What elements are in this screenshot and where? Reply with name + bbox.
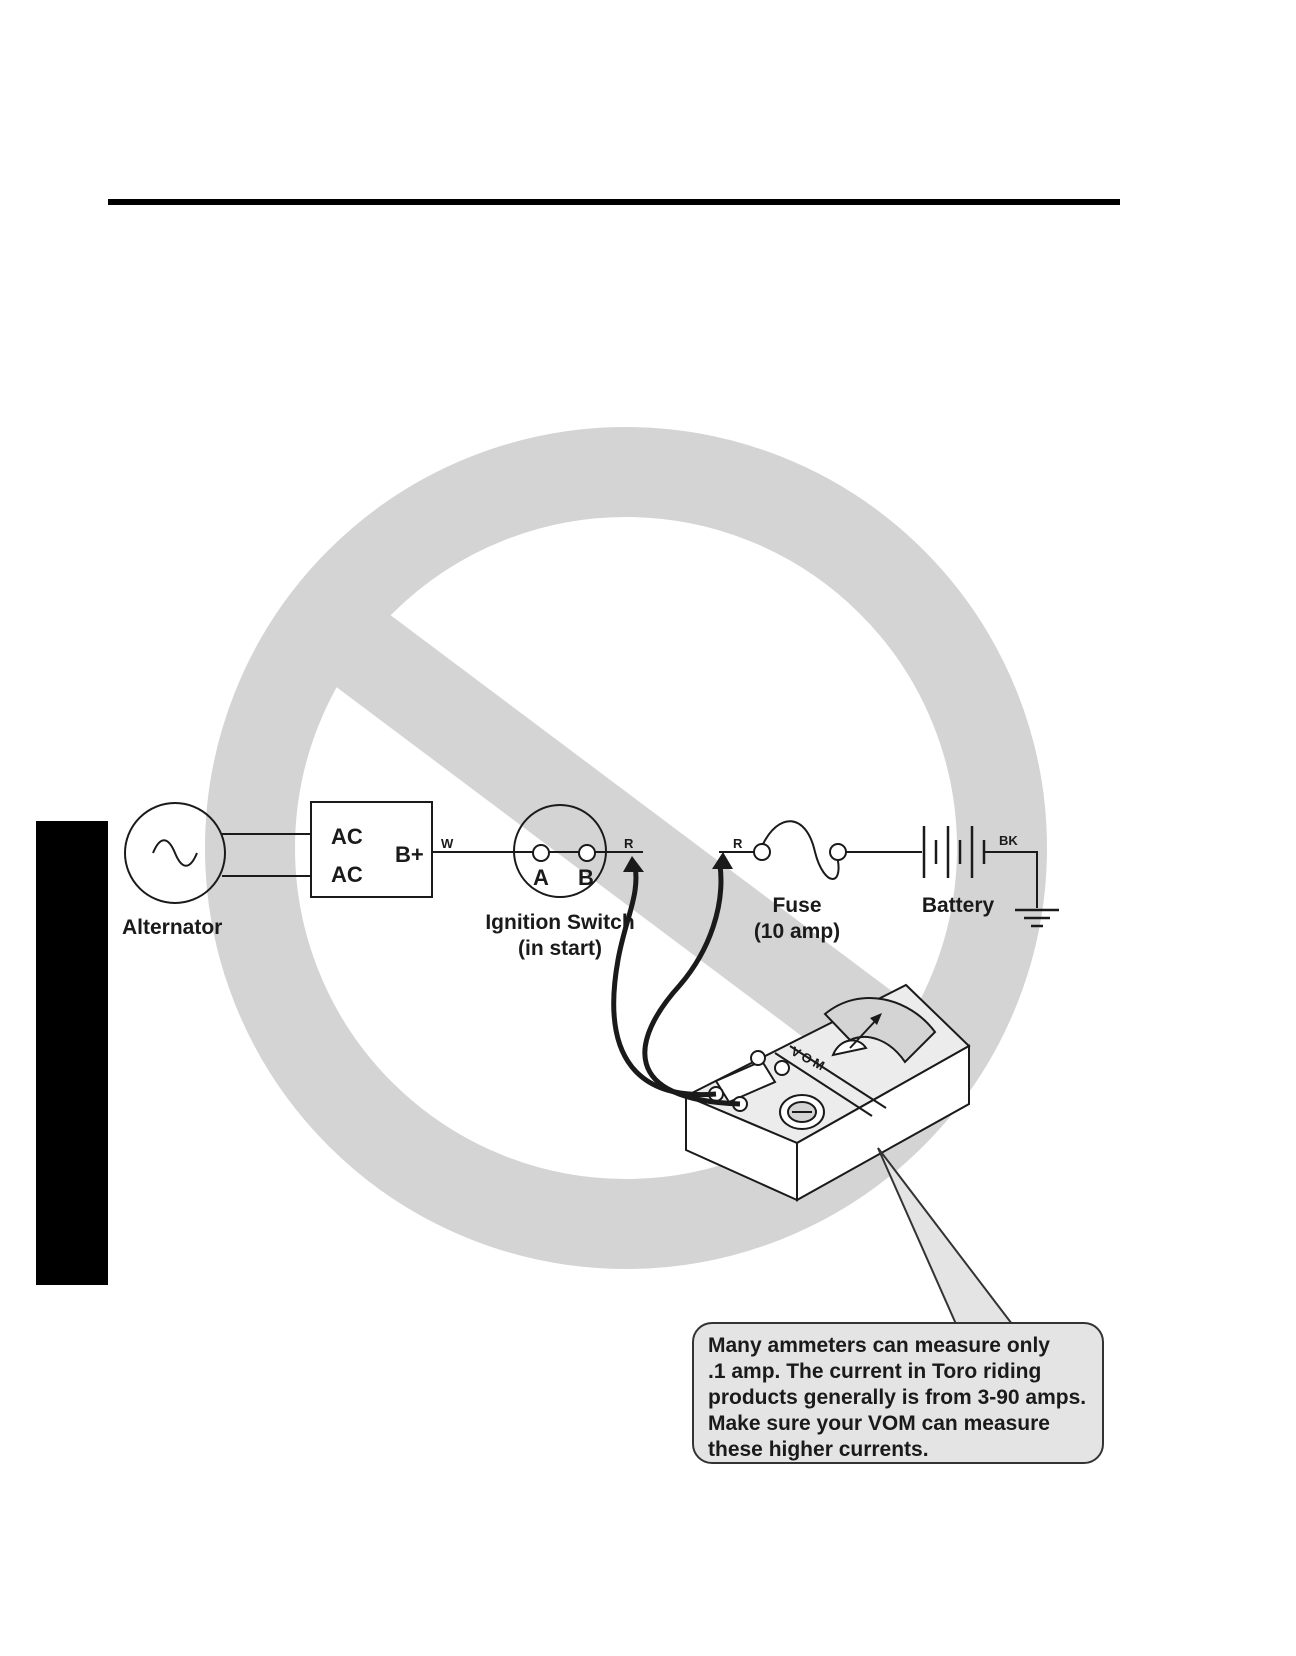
fuse-label-line2: (10 amp) <box>754 920 840 943</box>
wire-label-w: W <box>441 836 454 851</box>
ignition-switch-label-line2: (in start) <box>518 937 602 960</box>
callout-line: Many ammeters can measure only <box>708 1333 1088 1359</box>
wire-label-r-switch: R <box>624 836 634 851</box>
callout-line: Make sure your VOM can measure <box>708 1411 1088 1437</box>
rectifier-ac-bottom: AC <box>331 862 363 887</box>
terminal-b-label: B <box>578 865 594 890</box>
callout-pointer <box>878 1148 1012 1324</box>
terminal-a-icon <box>533 845 549 861</box>
callout-line: products generally is from 3-90 amps. <box>708 1385 1088 1411</box>
fuse-label-line1: Fuse <box>772 894 821 917</box>
wire-label-bk: BK <box>999 833 1018 848</box>
wire-label-r-fuse: R <box>733 836 743 851</box>
terminal-a-label: A <box>533 865 549 890</box>
vom-meter-icon <box>686 985 969 1200</box>
callout-line: .1 amp. The current in Toro riding <box>708 1359 1088 1385</box>
ignition-switch-label-line1: Ignition Switch <box>485 911 634 934</box>
battery-label: Battery <box>922 894 995 917</box>
rectifier-ac-top: AC <box>331 824 363 849</box>
fuse-icon <box>754 821 846 879</box>
rectifier-b-plus: B+ <box>395 842 424 867</box>
callout-line: these higher currents. <box>708 1437 1088 1463</box>
terminal-b-icon <box>579 845 595 861</box>
callout-box: Many ammeters can measure only .1 amp. T… <box>692 1322 1104 1464</box>
alternator-label: Alternator <box>122 916 222 939</box>
